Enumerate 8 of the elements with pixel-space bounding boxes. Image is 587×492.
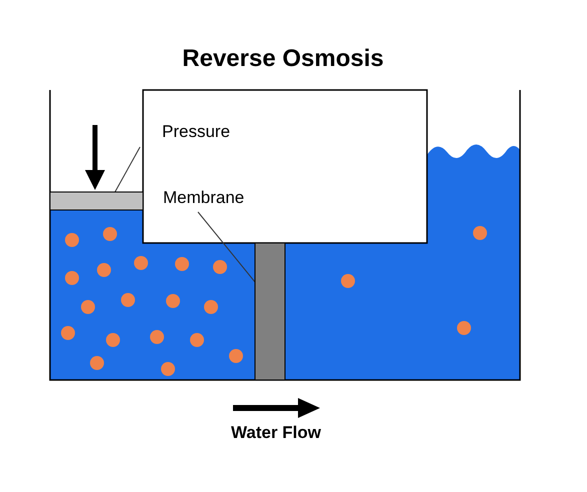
callout-label: Pressure [162,122,230,141]
membrane-bar [254,242,286,380]
leader-line [114,146,140,192]
piston-plate [50,192,144,210]
title: Reverse Osmosis [181,45,385,73]
caption-label: Water Flow [230,423,322,443]
leader-line [198,212,256,282]
callout-label: Membrane [163,188,244,207]
